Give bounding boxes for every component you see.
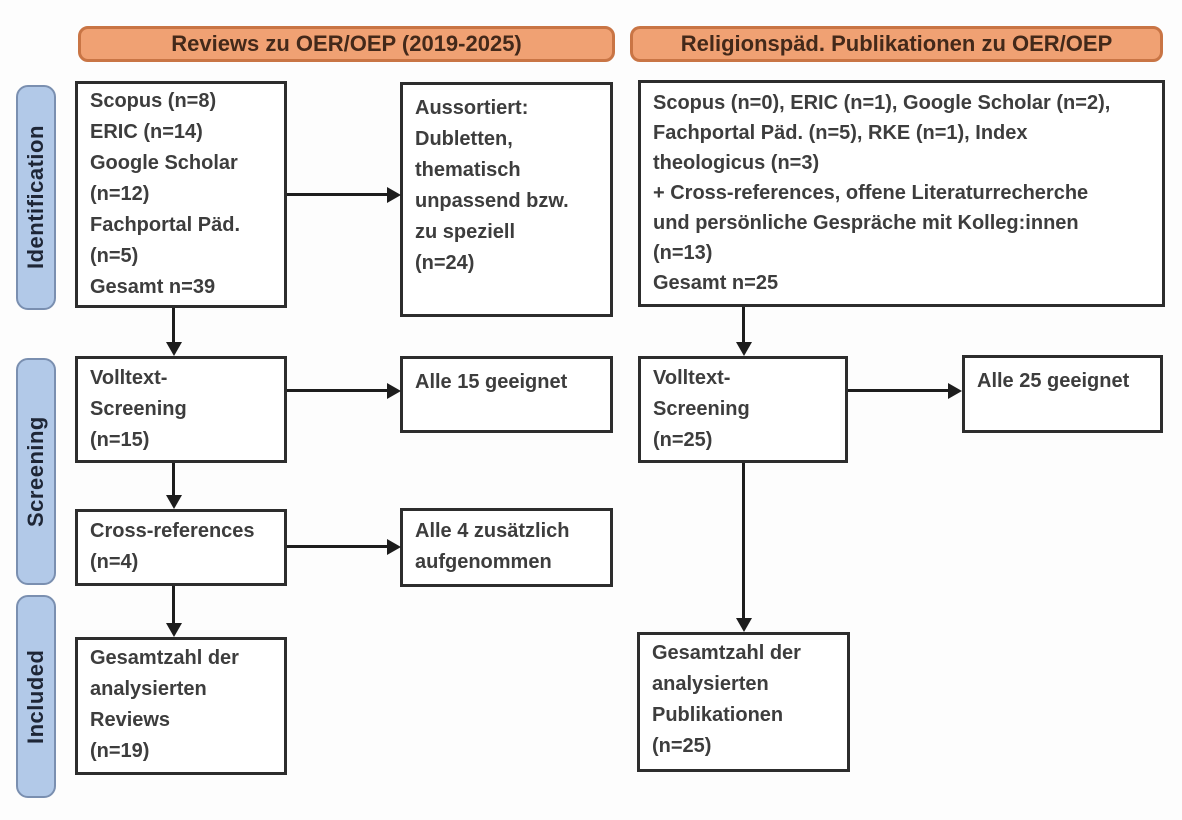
box-left-excluded: Aussortiert: Dubletten, thematisch unpas… [400, 82, 613, 317]
column-header-religionspaed: Religionspäd. Publikationen zu OER/OEP [630, 26, 1163, 62]
box-left-included-total: Gesamtzahl der analysierten Reviews (n=1… [75, 637, 287, 775]
box-right-identification-sources: Scopus (n=0), ERIC (n=1), Google Scholar… [638, 80, 1165, 307]
arrow-head-right-fulltext-to-included [736, 618, 752, 632]
stage-label-screening: Screening [16, 358, 56, 585]
arrow-line-left-crossref-to-included [172, 586, 175, 623]
arrow-line-right-fulltext-to-included [742, 463, 745, 618]
arrow-head-left-sources-to-excluded [387, 187, 401, 203]
box-left-cross-references: Cross-references (n=4) [75, 509, 287, 586]
box-right-fulltext-screening: Volltext- Screening (n=25) [638, 356, 848, 463]
arrow-head-left-sources-to-fulltext [166, 342, 182, 356]
arrow-head-left-fulltext-to-result [387, 383, 401, 399]
stage-label-identification: Identification [16, 85, 56, 310]
arrow-line-right-fulltext-to-result [848, 389, 948, 392]
column-header-reviews: Reviews zu OER/OEP (2019-2025) [78, 26, 615, 62]
arrow-head-left-crossref-to-included [166, 623, 182, 637]
arrow-line-left-crossref-to-result [287, 545, 387, 548]
arrow-line-left-fulltext-to-result [287, 389, 387, 392]
arrow-head-left-crossref-to-result [387, 539, 401, 555]
arrow-line-right-sources-to-fulltext [742, 307, 745, 342]
stage-label-included: Included [16, 595, 56, 798]
box-left-identification-sources: Scopus (n=8) ERIC (n=14) Google Scholar … [75, 81, 287, 308]
arrow-head-left-fulltext-to-crossref [166, 495, 182, 509]
arrow-line-left-sources-to-fulltext [172, 308, 175, 344]
box-right-included-total: Gesamtzahl der analysierten Publikatione… [637, 632, 850, 772]
box-left-fulltext-screening: Volltext- Screening (n=15) [75, 356, 287, 463]
arrow-line-left-fulltext-to-crossref [172, 463, 175, 495]
arrow-head-right-fulltext-to-result [948, 383, 962, 399]
box-left-fulltext-result: Alle 15 geeignet [400, 356, 613, 433]
box-left-crossref-result: Alle 4 zusätzlich aufgenommen [400, 508, 613, 587]
arrow-head-right-sources-to-fulltext [736, 342, 752, 356]
arrow-line-left-sources-to-excluded [287, 193, 387, 196]
box-right-fulltext-result: Alle 25 geeignet [962, 355, 1163, 433]
